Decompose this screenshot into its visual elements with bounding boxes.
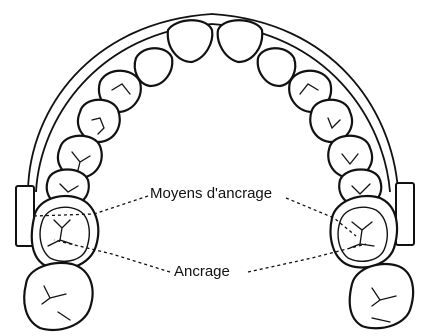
label-anchorage: Ancrage — [174, 263, 230, 280]
tooth-central-incisor-left — [168, 20, 213, 62]
tooth-second-molar-right — [350, 264, 413, 328]
right-anchor-band — [396, 183, 414, 245]
tooth-central-incisor-right — [218, 20, 263, 62]
label-anchorage-means: Moyens d'ancrage — [150, 185, 272, 202]
